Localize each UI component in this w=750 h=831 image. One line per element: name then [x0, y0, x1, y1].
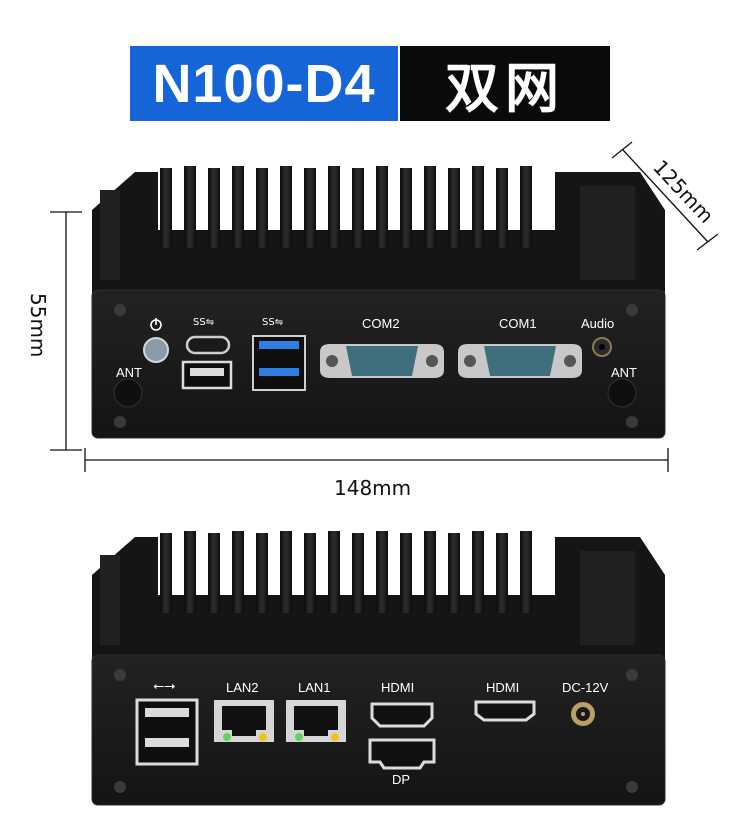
- dp-port: [368, 738, 436, 770]
- usb2-tongue-top: [145, 708, 189, 717]
- screw: [114, 781, 126, 793]
- rear-fins: [100, 531, 635, 645]
- usb-ss-icon: SS⇋: [193, 317, 214, 328]
- audio-label: Audio: [581, 316, 614, 331]
- screw: [114, 416, 126, 428]
- front-fins: [100, 166, 635, 280]
- lan1-port: [286, 700, 346, 742]
- antenna-port-right: [607, 378, 637, 408]
- title-banner: N100-D4 双网: [130, 46, 610, 121]
- front-unit: ANT SS⇋ SS⇋ COM2 COM1 Au: [91, 166, 666, 439]
- screw: [114, 304, 126, 316]
- screw: [626, 416, 638, 428]
- width-dimension: [84, 448, 669, 472]
- rear-panel: [91, 654, 666, 806]
- power-button[interactable]: [143, 337, 169, 363]
- screw: [626, 669, 638, 681]
- ant-left-label: ANT: [116, 365, 142, 380]
- lan1-label: LAN1: [298, 680, 331, 695]
- model-name: N100-D4: [130, 46, 398, 121]
- com2-port: [320, 344, 444, 378]
- power-icon: [150, 318, 162, 331]
- usb2-tongue-bottom: [145, 738, 189, 747]
- hdmi-left-port: [370, 702, 434, 728]
- usb-c-port: [185, 335, 231, 355]
- usb-ss-icon: SS⇋: [262, 317, 283, 328]
- variant-label: 双网: [400, 46, 610, 121]
- com1-label: COM1: [499, 316, 537, 331]
- usb-icon: ⭠⭢: [153, 678, 175, 694]
- screw: [114, 669, 126, 681]
- com2-label: COM2: [362, 316, 400, 331]
- height-label: 55mm: [26, 293, 50, 357]
- hdmi-right-label: HDMI: [486, 680, 519, 695]
- com1-port: [458, 344, 582, 378]
- lan2-port: [214, 700, 274, 742]
- screw: [626, 781, 638, 793]
- hdmi-right-port: [474, 700, 536, 722]
- rear-unit: ⭠⭢ LAN2 LAN1 HDMI DP HDMI DC-12V: [91, 531, 666, 806]
- usb-a-tongue: [190, 368, 224, 376]
- antenna-port-left: [113, 378, 143, 408]
- dc-jack: [571, 702, 595, 726]
- usb3-tongue-top: [259, 341, 299, 349]
- ant-right-label: ANT: [611, 365, 637, 380]
- depth-dimension: [611, 141, 719, 251]
- usb3-tongue-bottom: [259, 368, 299, 376]
- width-label: 148mm: [334, 476, 411, 500]
- height-dimension: [50, 211, 82, 451]
- dp-label: DP: [392, 772, 410, 787]
- dc-label: DC-12V: [562, 680, 609, 695]
- screw: [626, 304, 638, 316]
- hdmi-left-label: HDMI: [381, 680, 414, 695]
- lan2-label: LAN2: [226, 680, 259, 695]
